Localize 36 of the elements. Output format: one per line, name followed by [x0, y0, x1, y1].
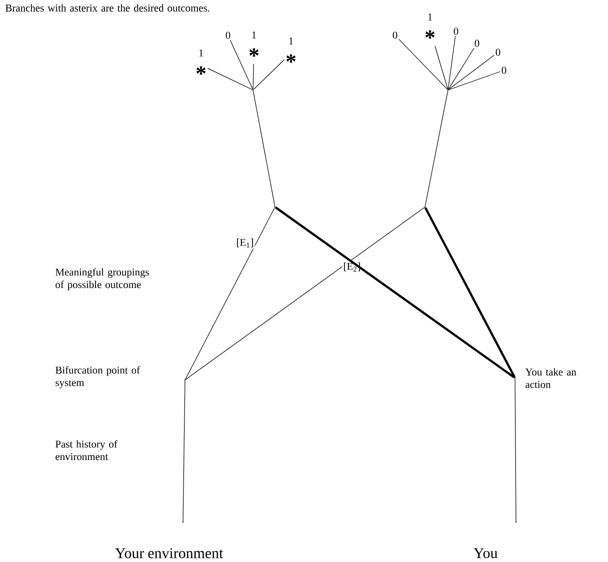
branch-line	[230, 40, 253, 90]
outcome-value: 0	[502, 66, 506, 74]
branch-line	[424, 207, 516, 378]
outcome-value: 1 *	[286, 37, 296, 63]
branch-line	[448, 36, 456, 90]
note-text: Bifurcation point of system	[56, 366, 140, 388]
outcome-value: 0	[496, 48, 500, 56]
branch-line	[252, 64, 254, 90]
outcome-value: 1 *	[425, 13, 435, 39]
edge-label: [E$_{1}$]	[235, 238, 255, 248]
branch-line	[448, 71, 500, 90]
branch-line	[514, 378, 516, 522]
outcome-value: 1 *	[196, 49, 206, 75]
branch-line	[275, 206, 515, 378]
note-text: Branches with asterix are the desired outcomes.	[6, 4, 210, 12]
branch-line	[424, 90, 448, 207]
node-caption: You take an action	[525, 368, 576, 388]
branch-line	[398, 38, 448, 90]
outcome-value: 0	[454, 28, 458, 35]
outcome-value: 1 *	[249, 31, 259, 57]
outcome-value: 0	[226, 32, 230, 39]
note-text: Past history of environment	[56, 440, 118, 460]
node-caption: You	[474, 548, 498, 558]
outcome-value: 0	[392, 32, 398, 39]
branch-line	[207, 68, 253, 90]
branch-line	[185, 207, 425, 380]
branch-line	[252, 90, 276, 207]
branch-line	[185, 207, 275, 380]
outcome-value: 0	[474, 40, 480, 47]
branch-line	[448, 48, 474, 90]
branch-line	[434, 46, 448, 90]
note-text: Meaningful groupings of possible outcome	[56, 268, 149, 290]
branch-line	[448, 54, 494, 90]
branch-line	[253, 59, 285, 90]
branch-line	[182, 380, 186, 522]
node-caption: Your environment	[115, 548, 224, 558]
